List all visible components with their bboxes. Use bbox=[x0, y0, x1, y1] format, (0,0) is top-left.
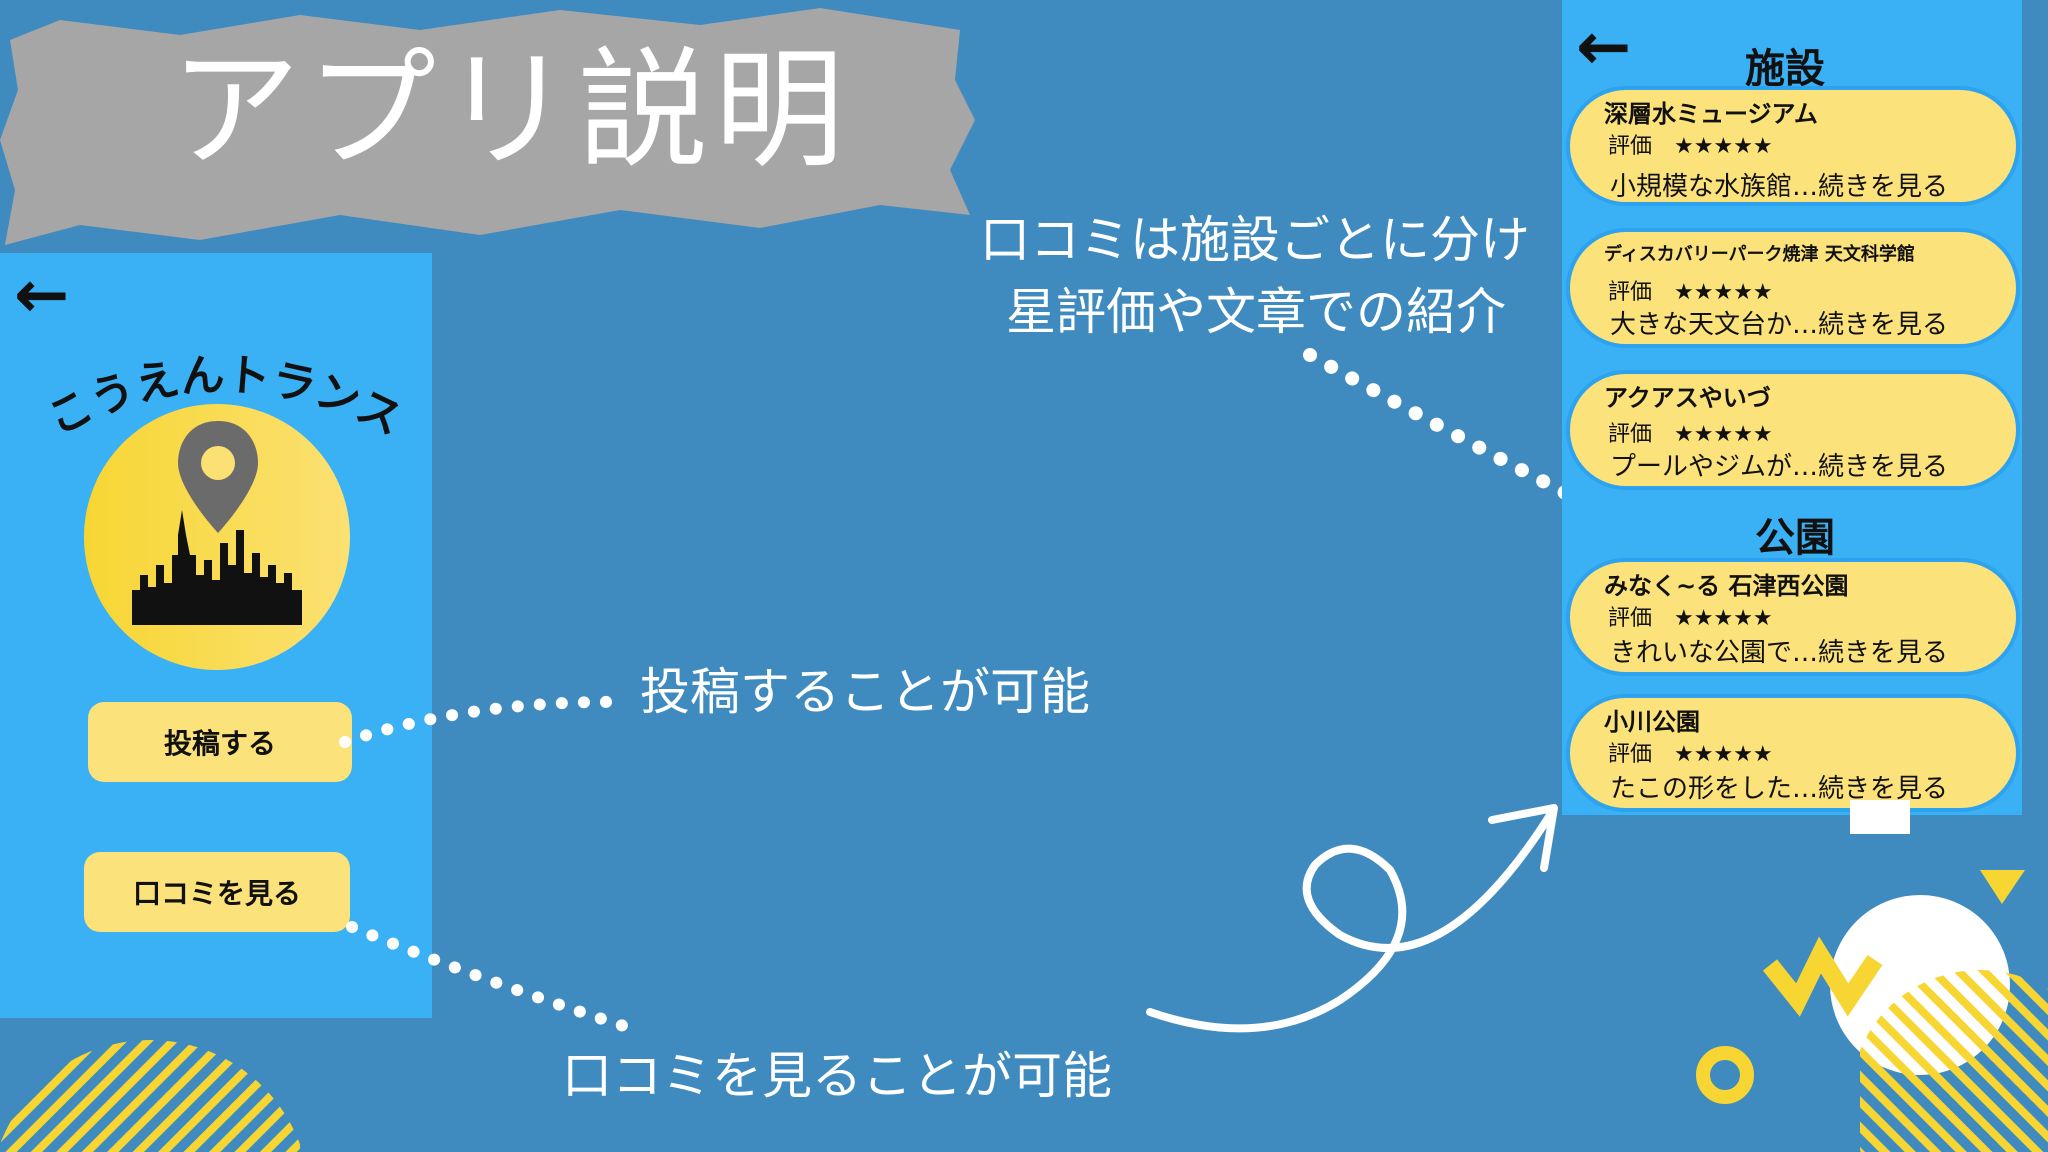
review-excerpt: プールやジムが…続きを見る bbox=[1610, 452, 1949, 482]
review-excerpt: 小規模な水族館…続きを見る bbox=[1610, 172, 1949, 202]
review-card[interactable]: アクアスやいづ 評価 ★★★★★ プールやジムが…続きを見る bbox=[1566, 370, 2020, 490]
page-title: アプリ説明 bbox=[170, 34, 851, 186]
review-excerpt: 大きな天文台か…続きを見る bbox=[1610, 310, 1949, 340]
park-name: みなく~る 石津西公園 bbox=[1604, 572, 1849, 600]
decorative-stripes bbox=[0, 1040, 300, 1152]
arrow-left-icon[interactable]: ← bbox=[14, 256, 70, 333]
rating-label: 評価 bbox=[1608, 742, 1653, 767]
rating-label: 評価 bbox=[1608, 422, 1653, 447]
facility-name: ディスカバリーパーク焼津 天文科学館 bbox=[1604, 244, 1915, 265]
reviews-annotation-line1: 口コミは施設ごとに分け bbox=[980, 211, 1530, 269]
facility-name: 深層水ミュージアム bbox=[1604, 100, 1818, 128]
star-rating: ★★★★★ bbox=[1674, 134, 1773, 159]
review-excerpt: たこの形をした…続きを見る bbox=[1610, 774, 1949, 804]
view-annotation: 口コミを見ることが可能 bbox=[562, 1047, 1112, 1105]
review-card[interactable]: 深層水ミュージアム 評価 ★★★★★ 小規模な水族館…続きを見る bbox=[1566, 86, 2020, 206]
park-name: 小川公園 bbox=[1604, 708, 1700, 736]
facility-name: アクアスやいづ bbox=[1604, 384, 1771, 412]
map-pin-city-skyline-icon bbox=[132, 421, 302, 625]
parks-section-title: 公園 bbox=[1755, 515, 1835, 561]
star-rating: ★★★★★ bbox=[1674, 606, 1773, 631]
review-excerpt: きれいな公園で…続きを見る bbox=[1610, 638, 1949, 668]
star-rating: ★★★★★ bbox=[1674, 422, 1773, 447]
facilities-section-title: 施設 bbox=[1745, 46, 1825, 92]
star-rating: ★★★★★ bbox=[1674, 280, 1773, 305]
view-reviews-button[interactable]: 口コミを見る bbox=[84, 852, 350, 932]
review-card[interactable]: みなく~る 石津西公園 評価 ★★★★★ きれいな公園で…続きを見る bbox=[1566, 558, 2020, 676]
reviews-annotation-line2: 星評価や文章での紹介 bbox=[1006, 283, 1506, 341]
title-brush-background bbox=[0, 8, 975, 245]
post-button[interactable]: 投稿する bbox=[88, 702, 352, 782]
review-card[interactable]: 小川公園 評価 ★★★★★ たこの形をした…続きを見る bbox=[1566, 694, 2020, 812]
star-rating: ★★★★★ bbox=[1674, 742, 1773, 767]
post-annotation: 投稿することが可能 bbox=[640, 663, 1090, 721]
review-card[interactable]: ディスカバリーパーク焼津 天文科学館 評価 ★★★★★ 大きな天文台か…続きを見… bbox=[1566, 228, 2020, 348]
rating-label: 評価 bbox=[1608, 280, 1653, 305]
rating-label: 評価 bbox=[1608, 606, 1653, 631]
rating-label: 評価 bbox=[1608, 134, 1653, 159]
decorative-shapes bbox=[1696, 800, 2048, 1152]
arrow-left-icon[interactable]: ← bbox=[1576, 8, 1632, 85]
